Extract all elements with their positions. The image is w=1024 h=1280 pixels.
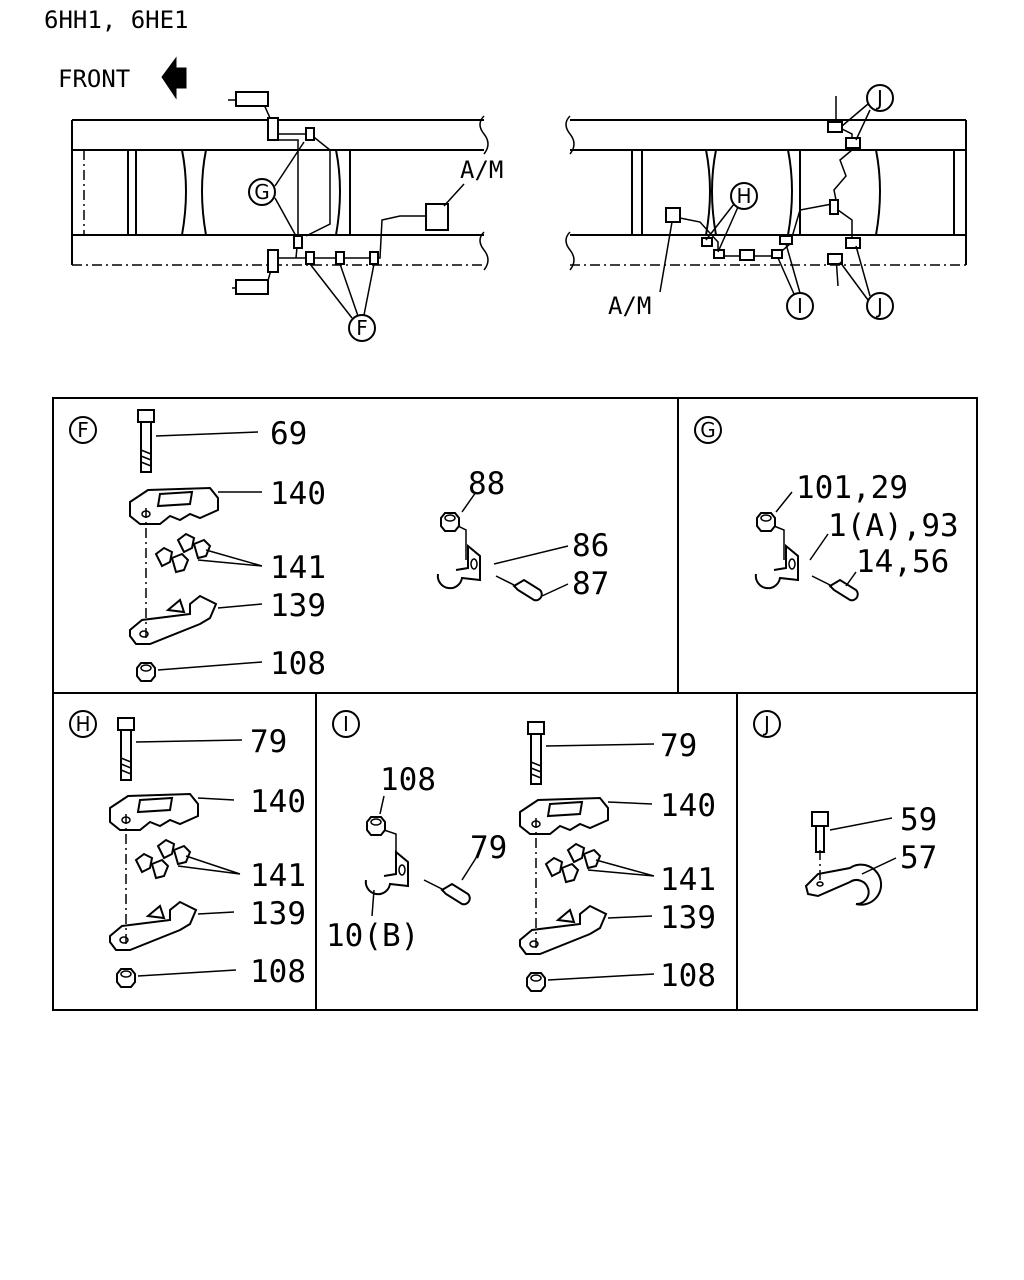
panel-f-part-141: 141 <box>270 550 326 586</box>
panel-i-letter: I <box>343 712 349 736</box>
panel-h-letter: H <box>75 712 90 736</box>
callout-g: G <box>254 180 270 204</box>
panel-f-part-87: 87 <box>572 566 609 602</box>
panel-h-part-79: 79 <box>250 724 287 760</box>
panel-g-part-101-29: 101,29 <box>796 470 908 506</box>
front-arrow-icon <box>161 56 187 100</box>
right-frame-overview: H I J J A/M <box>565 84 967 320</box>
panel-j: J 59 57 <box>753 710 937 906</box>
callout-j-bottom: J <box>875 294 883 318</box>
panel-h-part-139: 139 <box>250 896 306 932</box>
panel-f-letter: F <box>77 418 89 442</box>
panel-g-letter: G <box>700 418 716 442</box>
callout-i: I <box>797 294 803 318</box>
panel-j-part-59: 59 <box>900 802 937 838</box>
model-code: 6HH1, 6HE1 <box>44 6 189 34</box>
panel-j-part-57: 57 <box>900 840 937 876</box>
panel-f: F 69 140 141 139 108 88 86 87 <box>69 409 609 682</box>
panel-i-part-79-small: 79 <box>470 830 507 866</box>
panel-g-part-1a-93: 1(A),93 <box>828 508 959 544</box>
panel-g: G 101,29 1(A),93 14,56 <box>694 416 959 602</box>
panel-f-part-88: 88 <box>468 466 505 502</box>
callout-f: F <box>356 316 368 340</box>
left-am-label: A/M <box>460 156 503 184</box>
left-frame-overview: G F A/M <box>71 91 503 342</box>
panel-h-part-108: 108 <box>250 954 306 990</box>
panel-h-part-140: 140 <box>250 784 306 820</box>
panel-h: H 79 140 141 139 108 <box>69 710 306 990</box>
right-am-label: A/M <box>608 292 651 320</box>
panel-i-part-10b: 10(B) <box>326 918 419 954</box>
panel-i-part-139: 139 <box>660 900 716 936</box>
panel-i-part-108-bottom: 108 <box>660 958 716 994</box>
panel-f-part-69: 69 <box>270 416 307 452</box>
panel-g-part-14-56: 14,56 <box>856 544 949 580</box>
panel-j-letter: J <box>762 712 770 736</box>
panel-i: I 108 79 10(B) 79 140 141 139 108 <box>326 710 716 994</box>
front-label: FRONT <box>58 65 130 93</box>
panel-grid <box>52 397 978 1011</box>
callout-h: H <box>736 184 751 208</box>
panel-i-part-140: 140 <box>660 788 716 824</box>
panel-i-part-79-bolt: 79 <box>660 728 697 764</box>
panel-i-part-108-top: 108 <box>380 762 436 798</box>
panel-f-part-108: 108 <box>270 646 326 682</box>
panel-f-part-140: 140 <box>270 476 326 512</box>
callout-j-top: J <box>875 86 883 110</box>
panel-f-part-139: 139 <box>270 588 326 624</box>
panel-f-part-86: 86 <box>572 528 609 564</box>
panel-i-part-141: 141 <box>660 862 716 898</box>
panel-h-part-141: 141 <box>250 858 306 894</box>
